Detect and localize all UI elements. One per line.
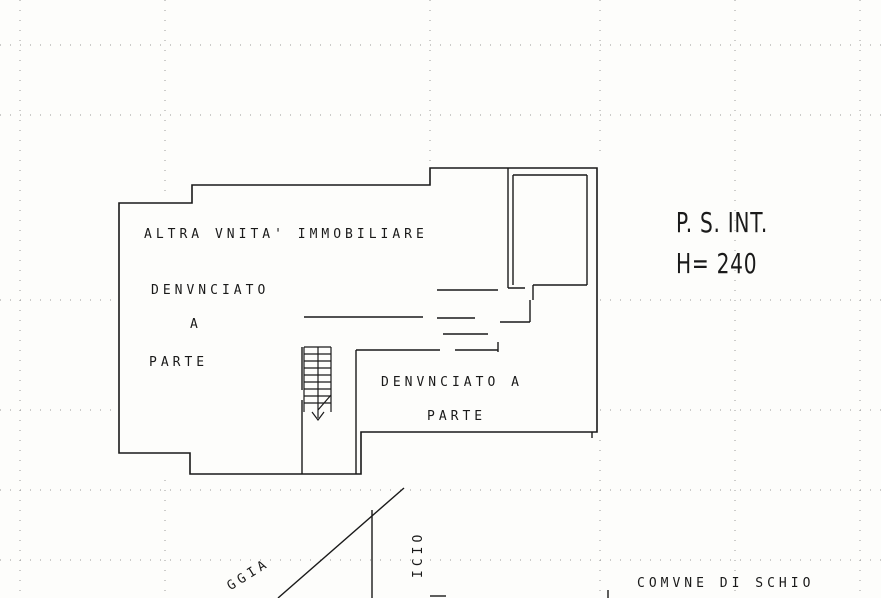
- floor-plan-outline: [118, 167, 598, 475]
- partition-walls: [301, 289, 593, 474]
- site-boundary-lines: [277, 487, 609, 598]
- staircase: [303, 346, 332, 421]
- label-denunciato-left-parte: PARTE: [149, 355, 209, 370]
- small-room: [507, 168, 588, 300]
- label-denunciato-left-a: A: [190, 317, 202, 332]
- floor-level-label: P. S. INT.: [676, 206, 769, 239]
- label-denunciato-left: DENVNCIATO: [151, 283, 270, 298]
- floor-height-label: H= 240: [676, 247, 758, 280]
- label-denunciato-right-parte: PARTE: [427, 409, 487, 424]
- vertical-street-label: ICIO: [411, 530, 426, 578]
- label-denunciato-right: DENVNCIATO A: [381, 375, 523, 390]
- municipality-label: COMVNE DI SCHIO: [637, 576, 815, 591]
- label-altra-unita: ALTRA VNITA' IMMOBILIARE: [144, 227, 428, 242]
